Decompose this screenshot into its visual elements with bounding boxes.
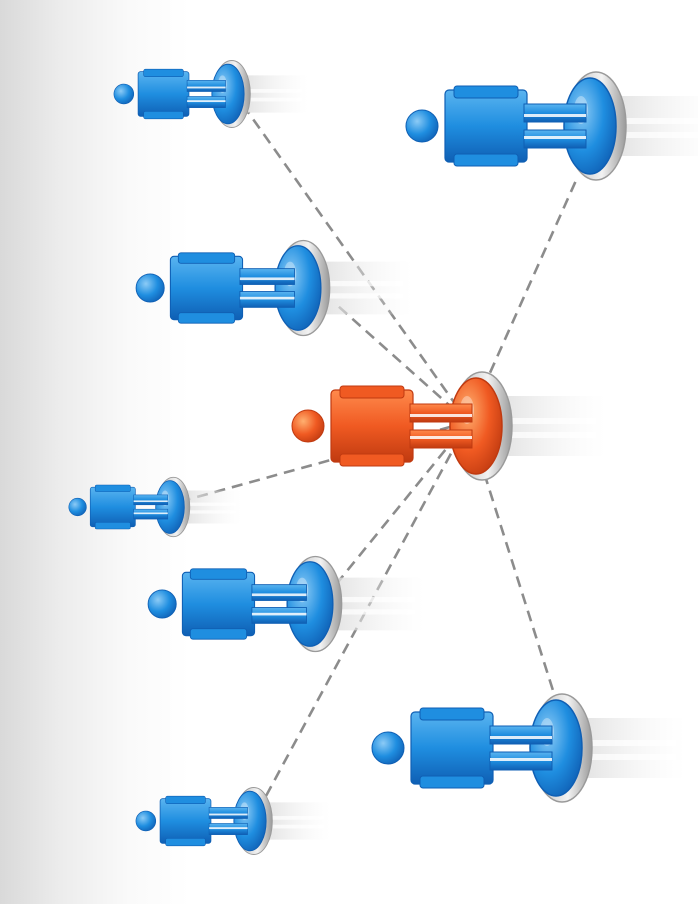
- connector-line-peer-6: [466, 421, 558, 701]
- connector-line-peer-3: [337, 305, 469, 423]
- person-nodes: [68, 60, 698, 855]
- person-icon: [135, 239, 413, 337]
- person-icon: [68, 476, 242, 538]
- person-icon: [405, 71, 698, 181]
- person-icon: [371, 693, 686, 803]
- person-icon: [147, 555, 425, 653]
- person-icon: [135, 787, 331, 855]
- connector-line-peer-5: [336, 421, 470, 583]
- hub-person-icon: [291, 371, 606, 481]
- connector-line-peer-4: [185, 420, 469, 502]
- person-icon: [113, 60, 309, 128]
